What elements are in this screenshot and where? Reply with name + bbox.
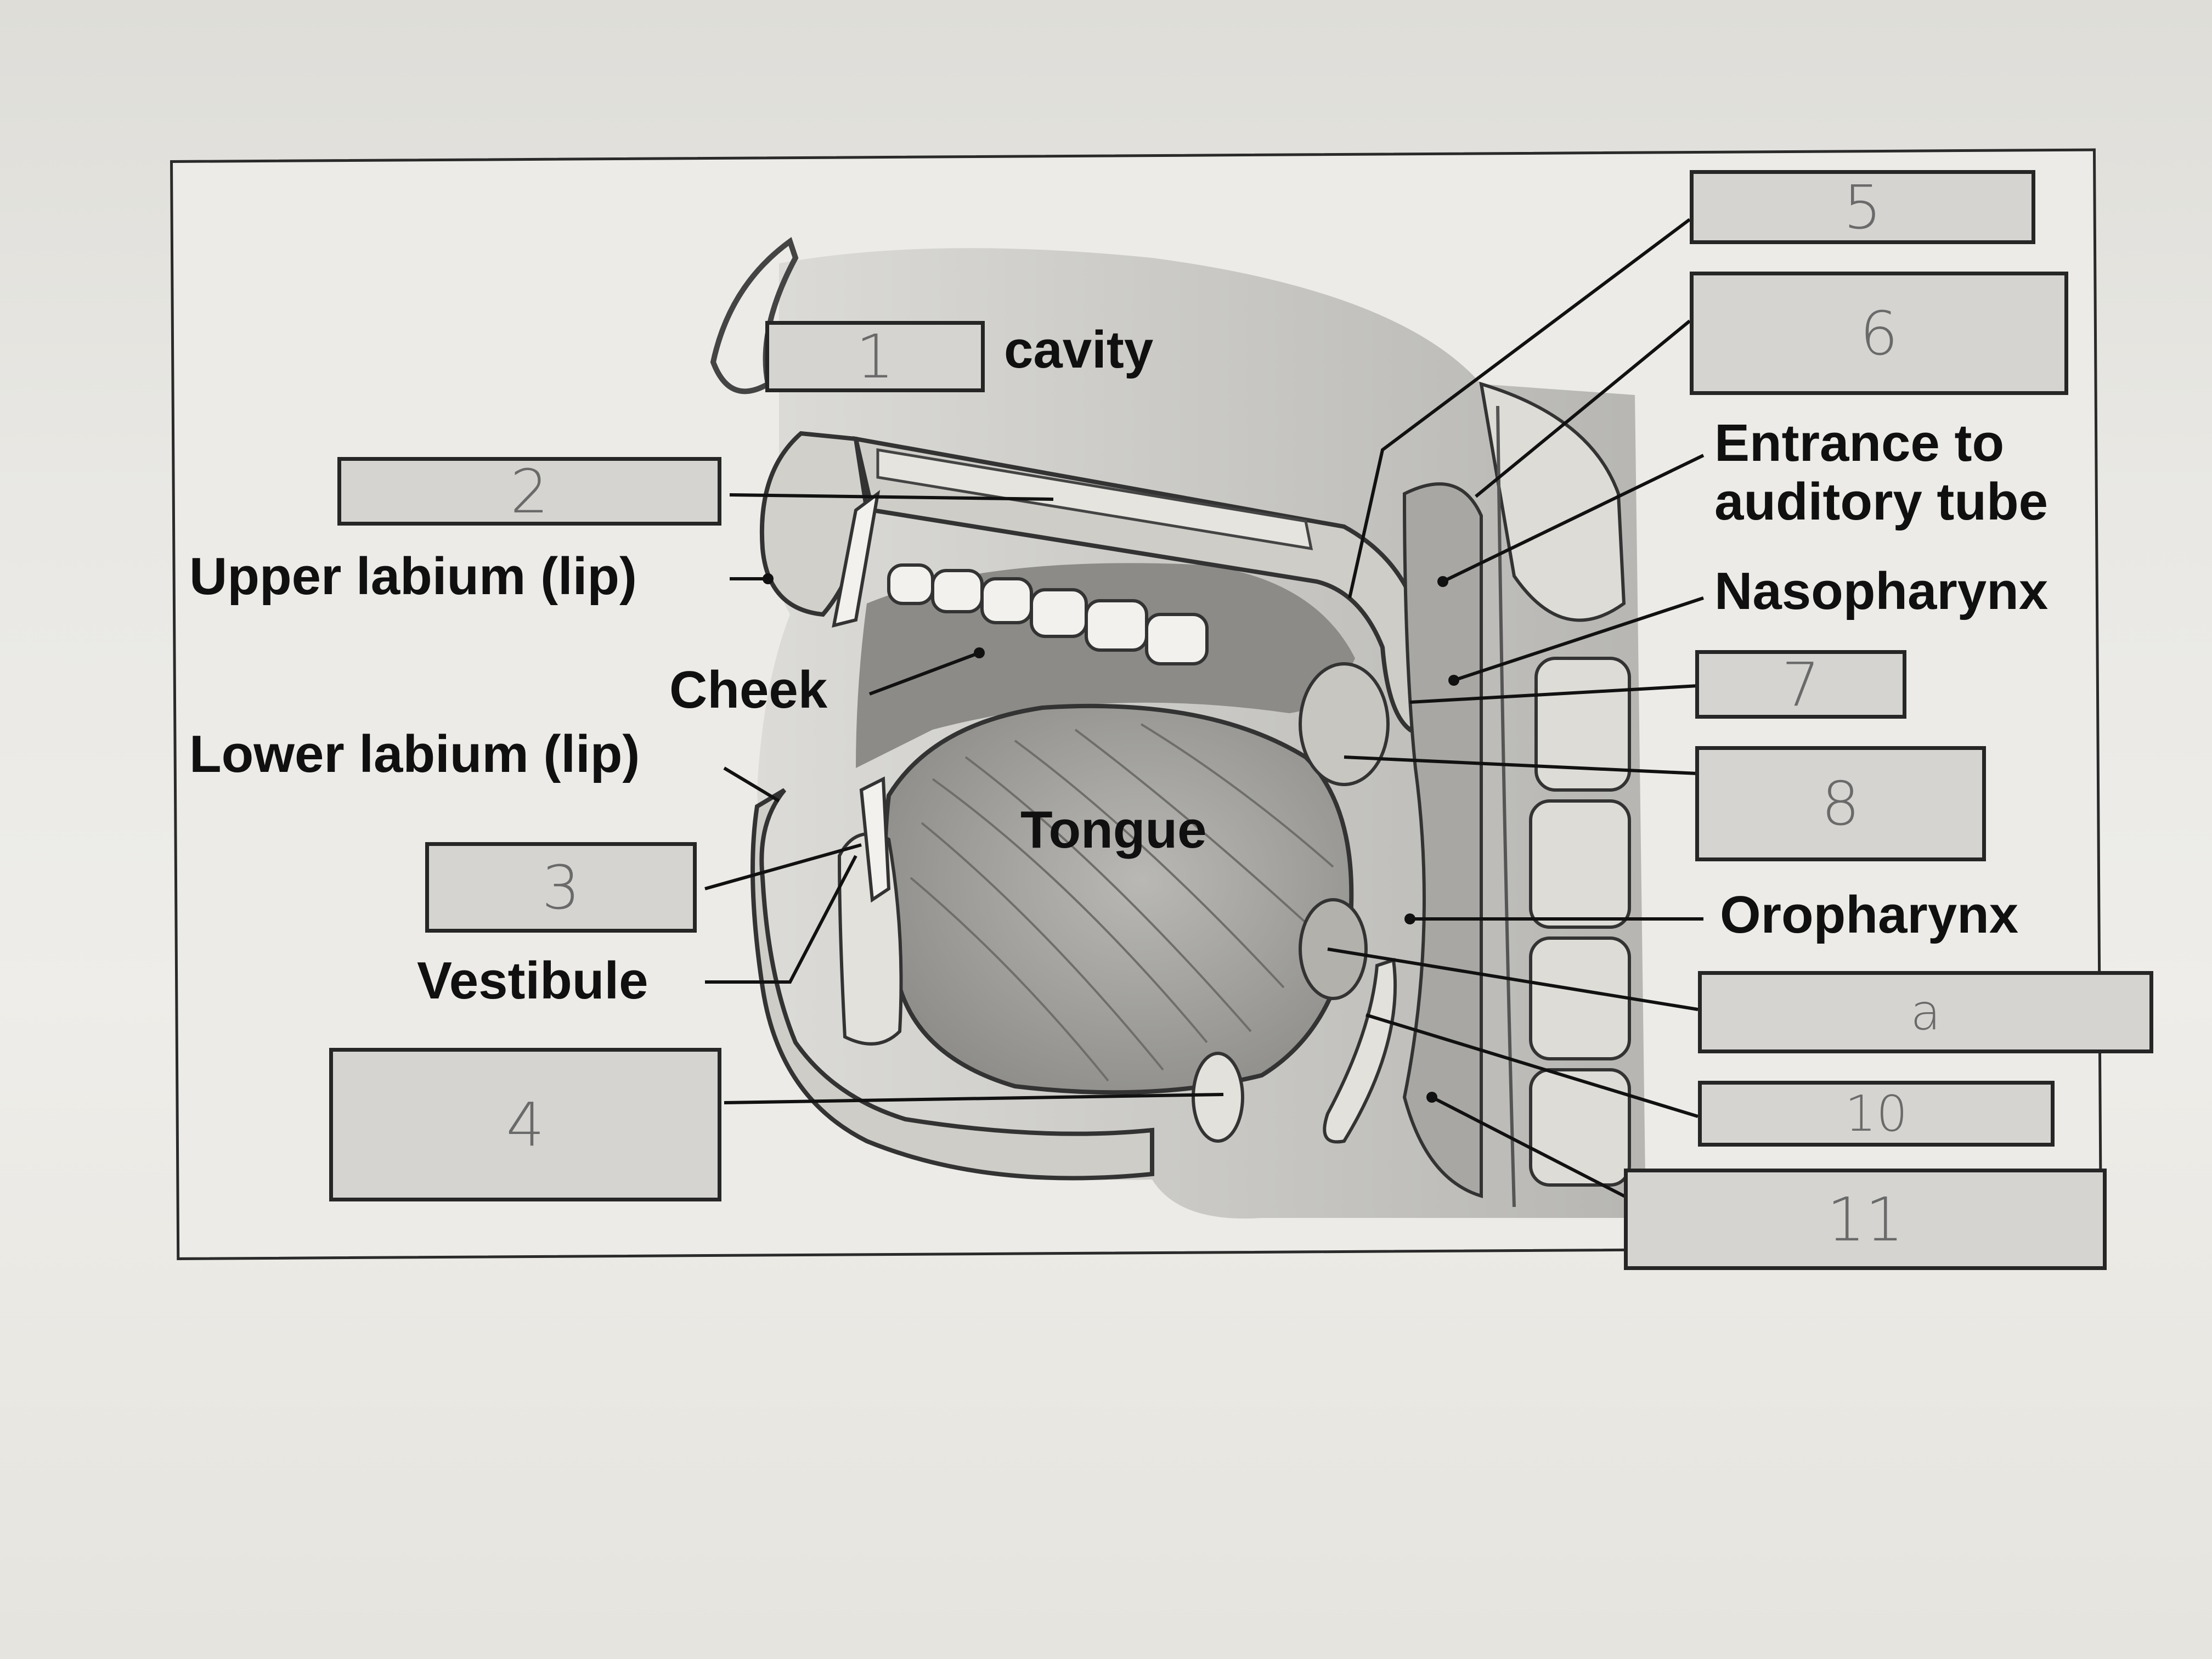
label-vestibule: Vestibule (417, 951, 648, 1010)
palate-bone (876, 448, 1313, 551)
label-cheek: Cheek (669, 661, 828, 719)
answer-box-10[interactable]: 10 (1698, 1081, 2055, 1147)
label-entrance-auditory-1: Entrance to (1714, 414, 2005, 472)
lower-lip-shape (751, 788, 1154, 1181)
label-lower-labium: Lower labium (lip) (189, 725, 640, 783)
prevertebral-fascia (1496, 405, 1516, 1207)
answer-box-6[interactable]: 6 (1690, 272, 2068, 395)
answer-box-11[interactable]: 11 (1624, 1169, 2107, 1270)
tongue-shape (883, 703, 1354, 1095)
pointer-dots (763, 573, 1459, 1103)
epiglottis-shape (1323, 958, 1397, 1144)
oral-cavity (856, 563, 1355, 768)
label-upper-labium: Upper labium (lip) (189, 547, 637, 606)
answer-box-1[interactable]: 1 (765, 321, 985, 392)
hyoid-bone (1192, 1052, 1244, 1143)
pharynx (1402, 482, 1483, 1199)
label-oropharynx: Oropharynx (1720, 885, 2019, 944)
upper-teeth (832, 490, 1209, 665)
label-cavity: cavity (1004, 320, 1154, 379)
label-nasopharynx: Nasopharynx (1714, 562, 2049, 620)
answer-box-4[interactable]: 4 (329, 1048, 721, 1201)
nose-outline (710, 236, 799, 394)
pointer-lines (704, 218, 1705, 1200)
answer-box-7[interactable]: 7 (1695, 650, 1906, 720)
palatine-tonsil (1299, 662, 1390, 786)
answer-box-8[interactable]: 8 (1695, 746, 1986, 861)
answer-box-3[interactable]: 3 (425, 842, 697, 933)
answer-box-2[interactable]: 2 (337, 456, 721, 527)
tongue-muscle-fibers (910, 723, 1334, 1082)
vertebral-column (1479, 381, 1631, 1187)
label-entrance-auditory-2: auditory tube (1714, 472, 2049, 531)
answer-box-5[interactable]: 5 (1690, 170, 2035, 244)
answer-box-9[interactable]: a (1698, 971, 2153, 1053)
lower-incisor (859, 776, 891, 903)
label-tongue: Tongue (1020, 800, 1207, 859)
